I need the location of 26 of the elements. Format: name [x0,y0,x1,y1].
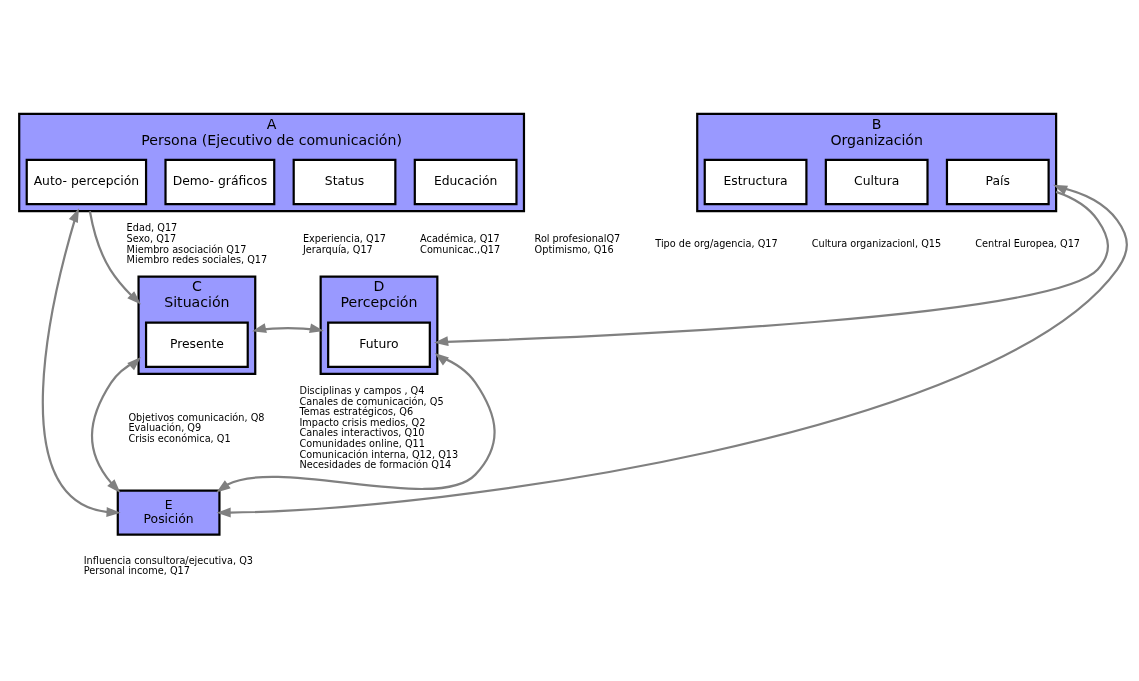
node-label: Comunidades online, Q11 [299,437,425,449]
node-label: Canales de comunicación, Q5 [299,395,444,407]
node-label: Miembro redes sociales, Q17 [126,253,268,265]
node-label: Temas estratégicos, Q6 [299,405,414,417]
node-label: Necesidades de formación Q14 [299,458,452,470]
node-label: Central Europea, Q17 [975,237,1081,249]
node-label: Comunicac.,Q17 [420,243,501,255]
node-label: Edad, Q17 [126,221,178,233]
node-label: Canales interactivos, Q10 [299,426,425,438]
node-label: Objetivos comunicación, Q8 [128,411,265,423]
node-label: Rol profesionalQ7 [534,232,621,244]
node-label: Comunicación interna, Q12, Q13 [299,448,459,460]
node-label: Miembro asociación Q17 [126,243,247,255]
node-label: Optimismo, Q16 [534,243,614,255]
node-label: Cultura organizacionl, Q15 [811,237,942,249]
node-label: Jerarquía, Q17 [302,243,373,255]
node-label: Evaluación, Q9 [128,421,202,433]
node-label: Personal income, Q17 [83,564,190,576]
node-label: Disciplinas y campos , Q4 [299,384,425,396]
node-label: Tipo de org/agencia, Q17 [655,237,778,249]
node-label: Académica, Q17 [420,232,500,244]
node-label: Crisis económica, Q1 [128,432,231,444]
node-label: Sexo, Q17 [126,232,177,244]
node-label: Experiencia, Q17 [302,232,387,244]
node-label: Impacto crisis medios, Q2 [299,416,426,428]
node-label: Influencia consultora/ejecutiva, Q3 [83,554,254,566]
